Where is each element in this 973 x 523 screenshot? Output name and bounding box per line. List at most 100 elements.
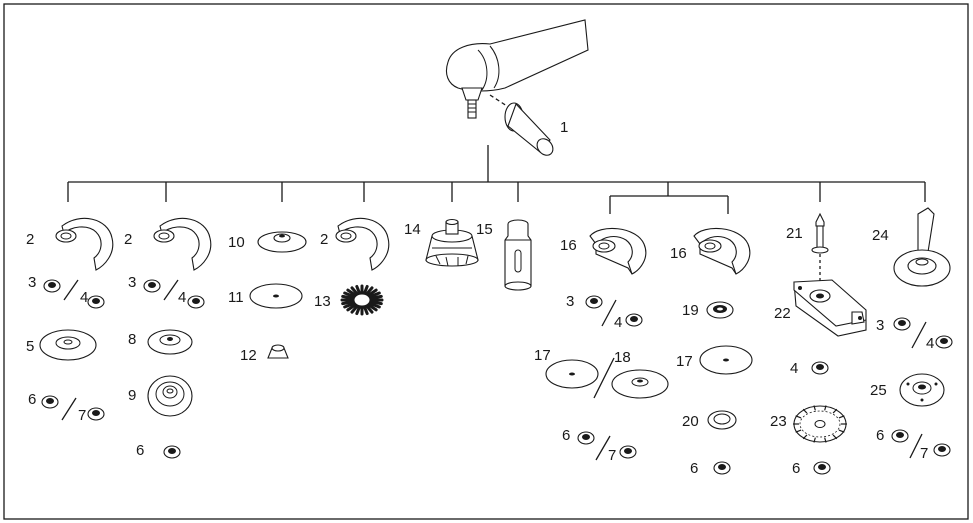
wire-wheel-brush [340, 284, 384, 316]
label-7f: 7 [920, 445, 928, 462]
label-4c: 4 [614, 314, 622, 331]
lock-nut-icon [577, 431, 595, 445]
outer-flange [707, 410, 737, 430]
nut-icon [585, 295, 603, 309]
ezynut-icon [87, 407, 105, 421]
lock-nut-icon [813, 461, 831, 475]
column-9: 24 3 4 25 6 7 [870, 207, 953, 462]
label-11: 11 [228, 289, 244, 306]
nut-icon [43, 279, 61, 293]
nut-icon [625, 313, 643, 327]
column-5: 14 [404, 218, 479, 267]
label-7c: 7 [608, 447, 616, 464]
nut-icon [935, 335, 953, 349]
label-4e: 4 [926, 335, 934, 352]
nut-icon [87, 295, 105, 309]
ezynut-icon [619, 445, 637, 459]
label-19: 19 [682, 302, 699, 319]
label-4d: 4 [790, 360, 798, 377]
column-6: 15 [476, 219, 532, 291]
nut-icon [143, 279, 161, 293]
label-6: 6 [28, 391, 36, 408]
nut-icon [187, 295, 205, 309]
label-8: 8 [128, 331, 136, 348]
segmented-diamond-wheel [793, 405, 847, 443]
rubber-pad [147, 375, 193, 417]
label-4b: 4 [178, 289, 186, 306]
label-16: 16 [560, 237, 577, 254]
diamond-cup-wheel [899, 373, 945, 407]
label-7: 7 [78, 407, 86, 424]
label-25: 25 [870, 382, 887, 399]
label-6b: 6 [136, 442, 144, 459]
label-24: 24 [872, 227, 889, 244]
wheel-guard [153, 217, 212, 271]
column-7b: 16 19 17 20 6 [670, 227, 753, 477]
label-6d: 6 [690, 460, 698, 477]
label-9: 9 [128, 387, 136, 404]
label-17: 17 [534, 347, 551, 364]
cut-off-wheel-guard [693, 227, 751, 275]
label-10: 10 [228, 234, 245, 251]
label-6f: 6 [876, 427, 884, 444]
label-2b: 2 [124, 231, 132, 248]
label-1: 1 [560, 119, 568, 136]
label-18: 18 [614, 349, 631, 366]
nut-icon [893, 317, 911, 331]
label-12: 12 [240, 347, 257, 364]
column-8: 21 22 4 23 6 [770, 212, 867, 477]
nut-icon [811, 361, 829, 375]
label-17b: 17 [676, 353, 693, 370]
label-3b: 3 [128, 274, 136, 291]
inner-flange [257, 231, 307, 253]
ezynut-icon [933, 443, 951, 457]
column-2: 2 3 4 8 9 6 [124, 217, 212, 459]
label-15: 15 [476, 221, 493, 238]
wheel-guard [55, 217, 114, 271]
label-6c: 6 [562, 427, 570, 444]
lock-nut-icon [163, 445, 181, 459]
diamond-core-bit [504, 219, 532, 291]
side-grip: 1 [489, 94, 568, 156]
column-3: 10 11 12 [228, 231, 307, 364]
cut-off-wheel [545, 359, 599, 389]
dust-collecting-guard [793, 279, 867, 337]
label-14: 14 [404, 221, 421, 238]
lock-nut-icon [891, 429, 909, 443]
label-3d: 3 [876, 317, 884, 334]
label-4: 4 [80, 289, 88, 306]
inner-flange-small [706, 301, 734, 319]
depressed-center-wheel [39, 329, 97, 361]
column-7a: 16 3 4 17 18 6 7 [534, 227, 669, 464]
label-21: 21 [786, 225, 803, 242]
cut-off-wheel-guard [589, 227, 647, 275]
label-23: 23 [770, 413, 787, 430]
flex-wheel [147, 329, 193, 355]
label-3: 3 [28, 274, 36, 291]
cup-wheel-guard [893, 207, 951, 287]
lock-nut-icon [41, 395, 59, 409]
label-2c: 2 [320, 231, 328, 248]
label-20: 20 [682, 413, 699, 430]
screw-bolt [811, 212, 829, 282]
diagram-frame [3, 3, 969, 520]
label-13: 13 [314, 293, 331, 310]
sanding-lock-nut [267, 344, 289, 359]
abrasive-disc [249, 283, 303, 309]
label-22: 22 [774, 305, 791, 322]
wheel-guard [335, 217, 390, 271]
column-4: 2 13 [314, 217, 390, 316]
label-5: 5 [26, 338, 34, 355]
lock-nut-icon [713, 461, 731, 475]
wire-cup-brush [425, 218, 479, 267]
label-16b: 16 [670, 245, 687, 262]
column-1: 2 3 4 5 6 7 [26, 217, 114, 424]
label-6e: 6 [792, 460, 800, 477]
diamond-wheel [611, 369, 669, 399]
label-2: 2 [26, 231, 34, 248]
grinder-tool [445, 19, 589, 119]
cut-off-wheel [699, 345, 753, 375]
connector-tree [67, 145, 926, 214]
